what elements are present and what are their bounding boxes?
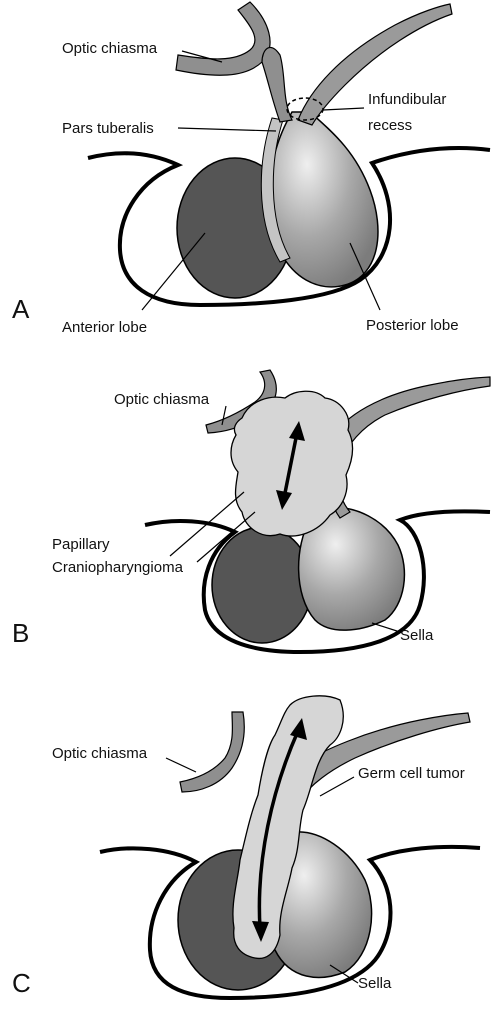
label-sella: Sella (358, 975, 392, 992)
optic-chiasma (180, 712, 244, 792)
panel-letter-b: B (12, 618, 29, 648)
label-posterior-lobe: Posterior lobe (366, 317, 459, 334)
panel-c: Optic chiasma Germ cell tumor Sella C (12, 696, 480, 998)
label-optic-chiasma: Optic chiasma (52, 745, 148, 762)
optic-chiasma (176, 2, 270, 75)
leader-sella (372, 623, 400, 632)
leader-germ-cell (320, 777, 354, 796)
anterior-lobe (212, 527, 312, 643)
label-pars-tuberalis: Pars tuberalis (62, 120, 154, 137)
label-infundibular: Infundibular (368, 91, 446, 108)
panel-a: Optic chiasma Pars tuberalis Infundibula… (12, 2, 490, 336)
leader-pars-tuberalis (178, 128, 276, 131)
label-germ-cell-tumor: Germ cell tumor (358, 765, 465, 782)
label-anterior-lobe: Anterior lobe (62, 319, 147, 336)
panel-letter-c: C (12, 968, 31, 998)
posterior-lobe (269, 112, 378, 287)
label-sella: Sella (400, 627, 434, 644)
panel-b: Optic chiasma Papillary Craniopharyngiom… (12, 370, 490, 652)
label-recess: recess (368, 117, 412, 134)
label-craniopharyngioma: Craniopharyngioma (52, 559, 184, 576)
leader-optic-chiasma (166, 758, 196, 772)
panel-letter-a: A (12, 294, 30, 324)
label-optic-chiasma: Optic chiasma (62, 40, 158, 57)
label-optic-chiasma: Optic chiasma (114, 391, 210, 408)
label-papillary: Papillary (52, 536, 110, 553)
leader-infundibular (323, 108, 364, 110)
